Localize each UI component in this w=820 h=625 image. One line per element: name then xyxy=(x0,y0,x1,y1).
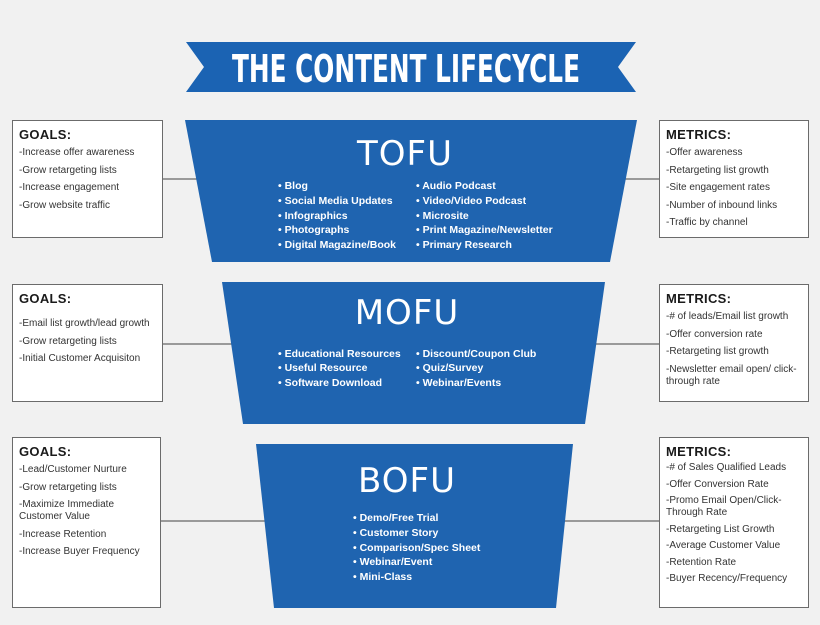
metric-item: -Traffic by channel xyxy=(666,217,748,228)
bofu-item: • Customer Story xyxy=(353,527,439,539)
mofu-item: • Useful Resource xyxy=(278,362,368,374)
goal-item: -Increase Buyer Frequency xyxy=(19,546,140,557)
metric-item: -Retargeting List Growth xyxy=(666,523,775,535)
mofu-items-right: • Discount/Coupon Club • Quiz/Survey • W… xyxy=(416,348,536,389)
tofu-metrics-list: -Offer awareness -Retargeting list growt… xyxy=(666,147,802,229)
goal-item: -Grow retargeting lists xyxy=(19,335,117,347)
goal-item: -Lead/Customer Nurture xyxy=(19,464,127,475)
goal-item: -Increase engagement xyxy=(19,182,120,193)
goal-item: -Grow website traffic xyxy=(19,199,110,211)
bofu-stage-name: BOFU xyxy=(358,461,456,501)
tofu-item: • Microsite xyxy=(416,210,469,222)
bofu-goals-list: -Lead/Customer Nurture -Grow retargeting… xyxy=(19,464,154,558)
mofu-item: • Webinar/Events xyxy=(416,377,501,389)
tofu-metrics-box: METRICS: -Offer awareness -Retargeting l… xyxy=(659,120,809,238)
title-banner xyxy=(186,42,636,92)
mofu-item: • Quiz/Survey xyxy=(416,362,483,374)
connector-lines xyxy=(160,178,660,522)
bofu-item: • Demo/Free Trial xyxy=(353,512,438,524)
goal-item: -Grow retargeting lists xyxy=(19,164,117,176)
mofu-item: • Discount/Coupon Club xyxy=(416,348,536,360)
tofu-item: • Blog xyxy=(278,180,308,192)
tofu-item: • Digital Magazine/Book xyxy=(278,239,396,251)
tofu-item: • Primary Research xyxy=(416,239,512,251)
bofu-metrics-box: METRICS: -# of Sales Qualified Leads -Of… xyxy=(659,437,809,608)
tofu-items-left: • Blog • Social Media Updates • Infograp… xyxy=(278,180,396,251)
tofu-items-right: • Audio Podcast • Video/Video Podcast • … xyxy=(416,180,553,251)
goal-item: -Email list growth/lead growth xyxy=(19,318,150,329)
mofu-item: • Educational Resources xyxy=(278,348,401,360)
bofu-item: • Webinar/Event xyxy=(353,556,433,568)
mofu-goals-list: -Email list growth/lead growth -Grow ret… xyxy=(19,318,156,365)
tofu-item: • Photographs xyxy=(278,224,350,236)
metric-item: -Buyer Recency/Frequency xyxy=(666,573,788,584)
tofu-item: • Infographics xyxy=(278,210,348,222)
bofu-metrics-title: METRICS: xyxy=(666,444,732,459)
metric-item: -Offer awareness xyxy=(666,147,743,158)
metric-item: -# of Sales Qualified Leads xyxy=(666,462,787,473)
metric-item: -# of leads/Email list growth xyxy=(666,311,789,322)
metric-item: -Offer conversion rate xyxy=(666,328,763,340)
tofu-goals-box: GOALS: -Increase offer awareness -Grow r… xyxy=(12,120,163,238)
tofu-item: • Video/Video Podcast xyxy=(416,195,527,207)
metric-item: -Offer Conversion Rate xyxy=(666,478,769,490)
mofu-segment xyxy=(222,282,605,424)
metric-item: -Number of inbound links xyxy=(666,199,778,211)
bofu-goals-title: GOALS: xyxy=(19,444,72,459)
goal-item: -Maximize Immediate Customer Value xyxy=(19,499,115,522)
metric-item: -Retention Rate xyxy=(666,556,737,568)
metric-item: -Newsletter email open/ click-through ra… xyxy=(666,363,797,387)
tofu-segment xyxy=(185,120,637,262)
tofu-goals-title: GOALS: xyxy=(19,127,72,142)
mofu-goals-box: GOALS: -Email list growth/lead growth -G… xyxy=(12,284,163,402)
goal-item: -Grow retargeting lists xyxy=(19,481,117,493)
page-title: THE CONTENT LIFECYCLE xyxy=(232,47,580,91)
mofu-stage-name: MOFU xyxy=(355,293,460,333)
metric-item: -Retargeting list growth xyxy=(666,164,769,176)
mofu-metrics-list: -# of leads/Email list growth -Offer con… xyxy=(666,311,802,388)
bofu-item: • Comparison/Spec Sheet xyxy=(353,542,481,554)
mofu-items-left: • Educational Resources • Useful Resourc… xyxy=(278,348,401,389)
mofu-goals-title: GOALS: xyxy=(19,291,72,306)
tofu-item: • Audio Podcast xyxy=(416,180,496,192)
tofu-stage-name: TOFU xyxy=(356,134,453,174)
metric-item: -Retargeting list growth xyxy=(666,346,769,357)
bofu-metrics-list: -# of Sales Qualified Leads -Offer Conve… xyxy=(666,462,802,585)
mofu-metrics-title: METRICS: xyxy=(666,291,732,306)
bofu-items: • Demo/Free Trial • Customer Story • Com… xyxy=(353,512,481,583)
bofu-goals-box: GOALS: -Lead/Customer Nurture -Grow reta… xyxy=(12,437,161,608)
metric-item: -Promo Email Open/Click-Through Rate xyxy=(666,495,782,518)
metric-item: -Average Customer Value xyxy=(666,540,781,551)
goal-item: -Increase Retention xyxy=(19,528,107,540)
goal-item: -Initial Customer Acquisiton xyxy=(19,353,141,364)
goal-item: -Increase offer awareness xyxy=(19,147,135,158)
mofu-item: • Software Download xyxy=(278,377,382,389)
tofu-item: • Print Magazine/Newsletter xyxy=(416,224,553,236)
mofu-metrics-box: METRICS: -# of leads/Email list growth -… xyxy=(659,284,809,402)
tofu-goals-list: -Increase offer awareness -Grow retarget… xyxy=(19,147,156,212)
tofu-item: • Social Media Updates xyxy=(278,195,393,207)
tofu-metrics-title: METRICS: xyxy=(666,127,732,142)
bofu-segment xyxy=(256,444,573,608)
bofu-item: • Mini-Class xyxy=(353,571,412,583)
metric-item: -Site engagement rates xyxy=(666,182,770,193)
